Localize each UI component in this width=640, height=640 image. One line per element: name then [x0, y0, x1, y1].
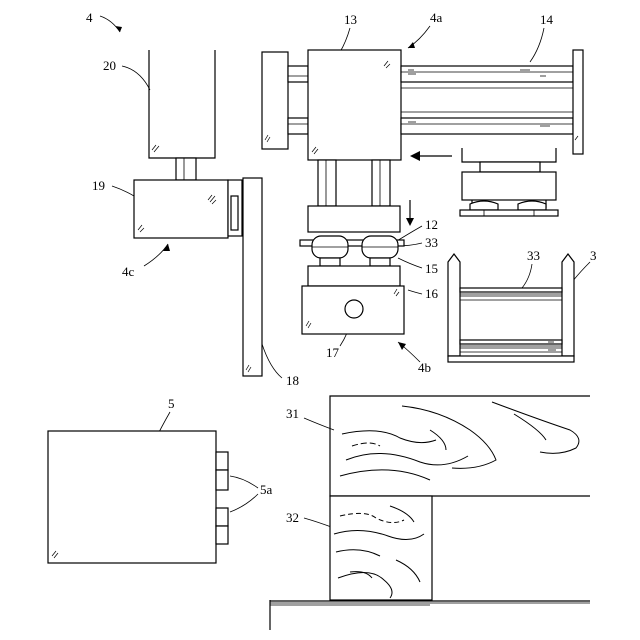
- label-column: 20: [103, 58, 116, 73]
- label-tray-33: 33: [527, 248, 540, 263]
- guide-rods: [318, 160, 390, 206]
- base-plate: [308, 266, 400, 286]
- arrowhead-machine: [115, 26, 122, 32]
- leader-unit-4c: [144, 244, 168, 266]
- gripper-assembly: [460, 148, 558, 216]
- arrowhead-unit-4b: [398, 342, 406, 350]
- head-19: [134, 180, 228, 238]
- leader-column: [122, 66, 150, 90]
- column-20: [149, 50, 215, 158]
- down-arrow: [406, 200, 414, 226]
- hole-17: [345, 300, 363, 318]
- head-13: [308, 50, 401, 160]
- label-machine: 4: [86, 10, 93, 25]
- arrowhead-upper-unit: [408, 42, 415, 48]
- leader-post-18: [262, 344, 282, 378]
- leader-ports-5a-upper: [230, 476, 258, 488]
- label-post-18: 18: [286, 373, 299, 388]
- rail-14: [401, 66, 573, 134]
- board-31: [330, 396, 590, 496]
- feed-arrow: [410, 151, 452, 161]
- tray-3: [448, 254, 574, 362]
- label-plate-12: 12: [425, 217, 438, 232]
- label-board-32: 32: [286, 510, 299, 525]
- leader-ports-5a-lower: [230, 494, 258, 512]
- leader-machine: [100, 16, 120, 32]
- leader-tool-15: [398, 258, 422, 268]
- head-19-stub: [231, 196, 238, 230]
- end-plate-right: [573, 50, 583, 154]
- label-sheet-33-a: 33: [425, 235, 438, 250]
- label-rail-14: 14: [540, 12, 554, 27]
- arrowhead-unit-4c: [163, 244, 170, 251]
- bottom-surface: [270, 600, 590, 630]
- leader-head-13: [340, 28, 350, 52]
- block-16: [302, 286, 404, 334]
- board-32: [330, 496, 432, 600]
- label-box-5: 5: [168, 396, 175, 411]
- label-ports-5a: 5a: [260, 482, 273, 497]
- left-rods: [288, 66, 308, 134]
- post-18: [243, 178, 262, 376]
- label-hole-17: 17: [326, 345, 340, 360]
- label-unit-4c: 4c: [122, 264, 135, 279]
- label-board-31: 31: [286, 406, 299, 421]
- label-tray-3: 3: [590, 248, 597, 263]
- leader-rail-14: [530, 28, 544, 62]
- ports-5a: [216, 452, 228, 544]
- side-plate-left: [262, 52, 288, 149]
- label-block-16: 16: [425, 286, 439, 301]
- label-head-13: 13: [344, 12, 357, 27]
- box-5: [48, 431, 216, 563]
- label-upper-unit: 4a: [430, 10, 443, 25]
- leader-block-16: [408, 290, 422, 294]
- label-tool-15: 15: [425, 261, 438, 276]
- leader-tray-33: [522, 264, 532, 288]
- column-neck: [176, 158, 196, 180]
- leader-head-19: [112, 186, 134, 196]
- leader-tray-3: [572, 262, 590, 282]
- label-head-19: 19: [92, 178, 105, 193]
- tool-carrier: [308, 206, 400, 232]
- label-unit-4b: 4b: [418, 360, 431, 375]
